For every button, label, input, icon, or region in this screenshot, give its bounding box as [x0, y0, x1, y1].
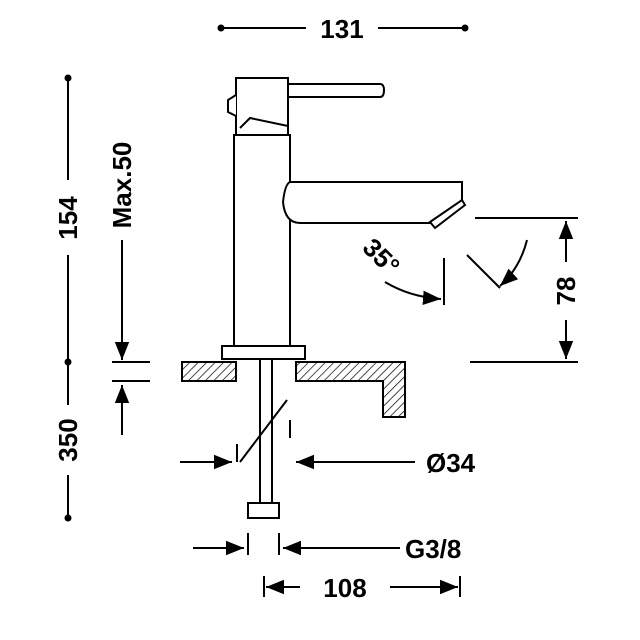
dim-spout-angle: 35° — [357, 232, 528, 306]
label-total-height: 154 — [53, 196, 83, 240]
dim-connection: G3/8 — [193, 533, 461, 564]
label-connection: G3/8 — [405, 534, 461, 564]
label-hole-diameter: Ø34 — [426, 448, 476, 478]
label-spout-height: 78 — [551, 277, 581, 306]
label-reach: 108 — [323, 573, 366, 603]
dim-spout-height: 78 — [470, 217, 581, 363]
faucet-body — [221, 77, 467, 360]
dim-top-width: 131 — [217, 14, 469, 44]
dim-max-height: Max.50 — [107, 142, 150, 435]
counter-top — [181, 360, 406, 519]
dim-reach: 108 — [263, 573, 461, 603]
dim-hole-diameter: Ø34 — [180, 448, 476, 478]
label-top-width: 131 — [320, 14, 363, 44]
label-spout-angle: 35° — [357, 232, 406, 281]
label-below-counter: 350 — [53, 418, 83, 461]
label-max-height: Max.50 — [107, 142, 137, 229]
dim-total-height: 154 350 — [53, 74, 83, 522]
